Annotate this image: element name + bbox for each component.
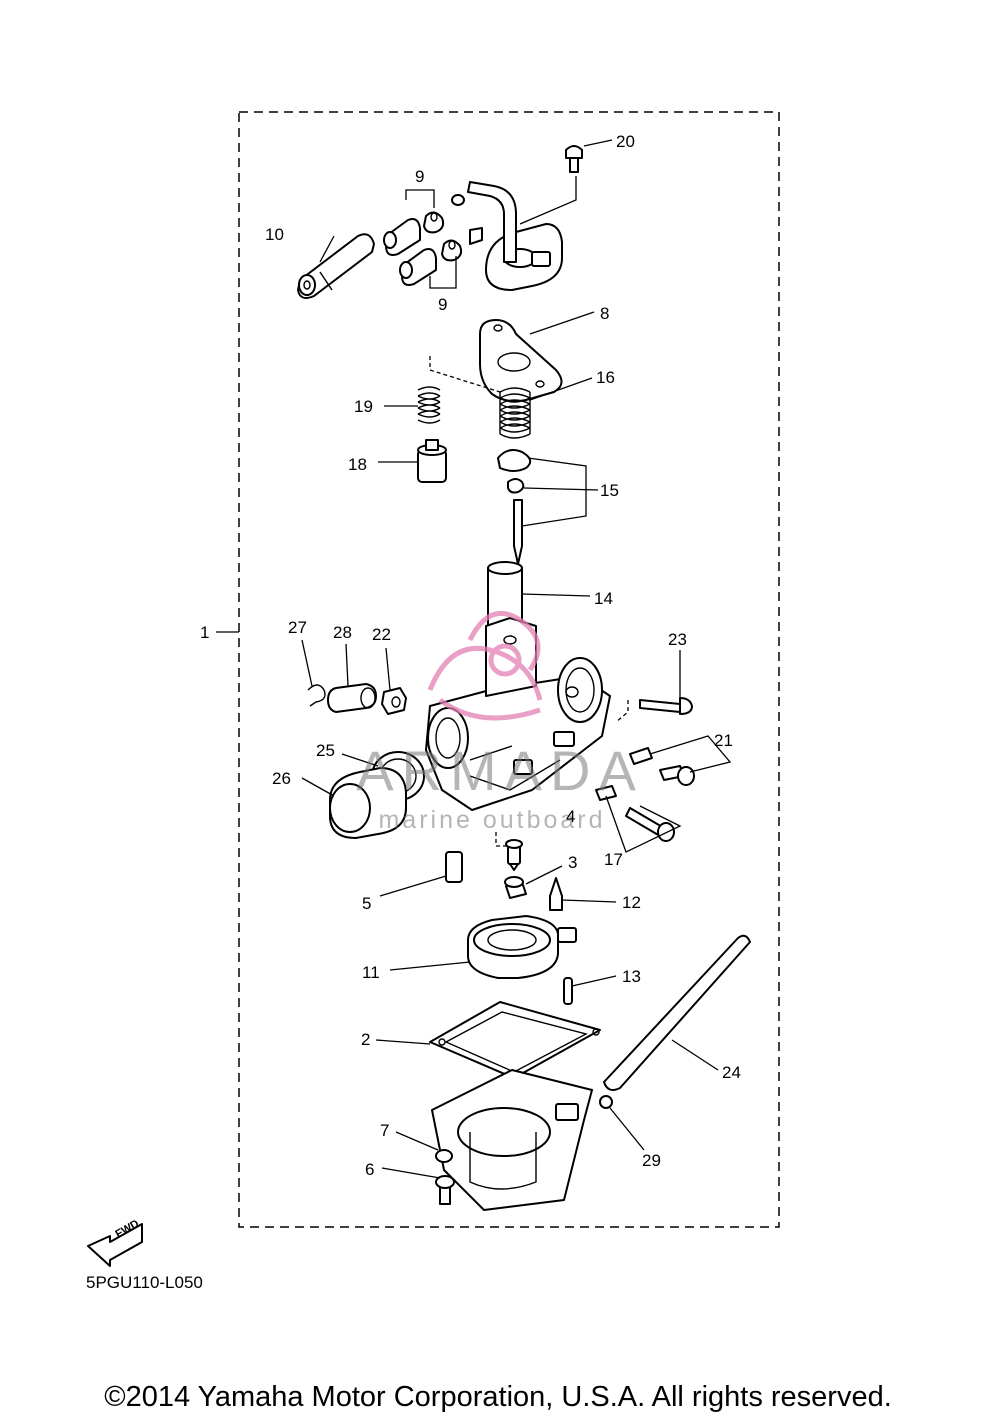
callout-18: 18	[348, 455, 367, 474]
part-plate-8	[479, 319, 563, 403]
part-pin-13	[563, 977, 573, 1005]
watermark-tagline: marine outboard	[378, 806, 605, 834]
callout-26: 26	[272, 769, 291, 788]
callout-7: 7	[380, 1121, 389, 1140]
part-spring-19	[417, 386, 441, 424]
part-pilot-jet-5	[445, 851, 463, 883]
callout-15: 15	[600, 481, 619, 500]
part-cap-assembly	[451, 181, 563, 291]
callout-28: 28	[333, 623, 352, 642]
copyright-notice: ©2014 Yamaha Motor Corporation, U.S.A. A…	[104, 1381, 892, 1413]
callout-29: 29	[642, 1151, 661, 1170]
part-sleeve-28	[327, 683, 377, 713]
diagram-code: 5PGU110-L050	[86, 1273, 203, 1292]
part-cap-9-lower	[399, 239, 463, 286]
part-boot-10	[297, 233, 375, 299]
callout-3: 3	[568, 853, 577, 872]
callout-13: 13	[622, 967, 641, 986]
callout-9-upper: 9	[415, 167, 424, 186]
part-needle-set-15	[497, 449, 532, 565]
callout-8: 8	[600, 304, 609, 323]
callout-labels: 1 2 3 4 5 6 7 8 9 9 10 11 12 13 14 15 16…	[200, 132, 741, 1179]
callout-6: 6	[365, 1160, 374, 1179]
callout-4: 4	[566, 807, 575, 826]
part-main-jet-4	[505, 839, 523, 871]
assembly-boundary	[238, 111, 780, 1228]
part-hose-24	[603, 934, 751, 1091]
part-screw-21	[629, 747, 695, 786]
callout-24: 24	[722, 1063, 741, 1082]
callout-12: 12	[622, 893, 641, 912]
part-screw-6	[435, 1175, 455, 1205]
callout-22: 22	[372, 625, 391, 644]
part-clip-29	[599, 1095, 613, 1109]
leader-lines	[216, 139, 732, 1179]
callout-14: 14	[594, 589, 613, 608]
callout-2: 2	[361, 1030, 370, 1049]
callout-9-lower: 9	[438, 295, 447, 314]
watermark-brand: ARMADA	[356, 739, 644, 802]
callout-16: 16	[596, 368, 615, 387]
callout-19: 19	[354, 397, 373, 416]
part-screw-23	[639, 697, 693, 715]
callout-1: 1	[200, 623, 209, 642]
watermark-logo-icon	[427, 610, 543, 721]
part-nut-22	[381, 687, 407, 715]
part-clip-27	[307, 684, 326, 707]
part-nozzle-3	[504, 876, 527, 899]
part-plunger-18	[417, 439, 447, 483]
callout-23: 23	[668, 630, 687, 649]
callout-27: 27	[288, 618, 307, 637]
part-washer-7	[435, 1149, 453, 1163]
part-needle-valve-12	[549, 877, 563, 911]
part-cap-9-upper	[383, 211, 445, 256]
part-float-11	[467, 915, 577, 979]
callout-11: 11	[362, 963, 380, 982]
fwd-arrow-icon	[87, 1223, 143, 1267]
part-float-bowl	[431, 1069, 593, 1211]
callout-10: 10	[265, 225, 284, 244]
part-gasket-2	[429, 1001, 601, 1079]
part-spring-16	[499, 387, 531, 439]
watermark: ARMADA marine outboard	[356, 610, 644, 834]
callout-17: 17	[604, 850, 623, 869]
callout-25: 25	[316, 741, 335, 760]
callout-20: 20	[616, 132, 635, 151]
callout-21: 21	[714, 731, 733, 750]
callout-5: 5	[362, 894, 371, 913]
part-boot-26	[329, 767, 407, 839]
part-screw-20	[565, 145, 583, 173]
